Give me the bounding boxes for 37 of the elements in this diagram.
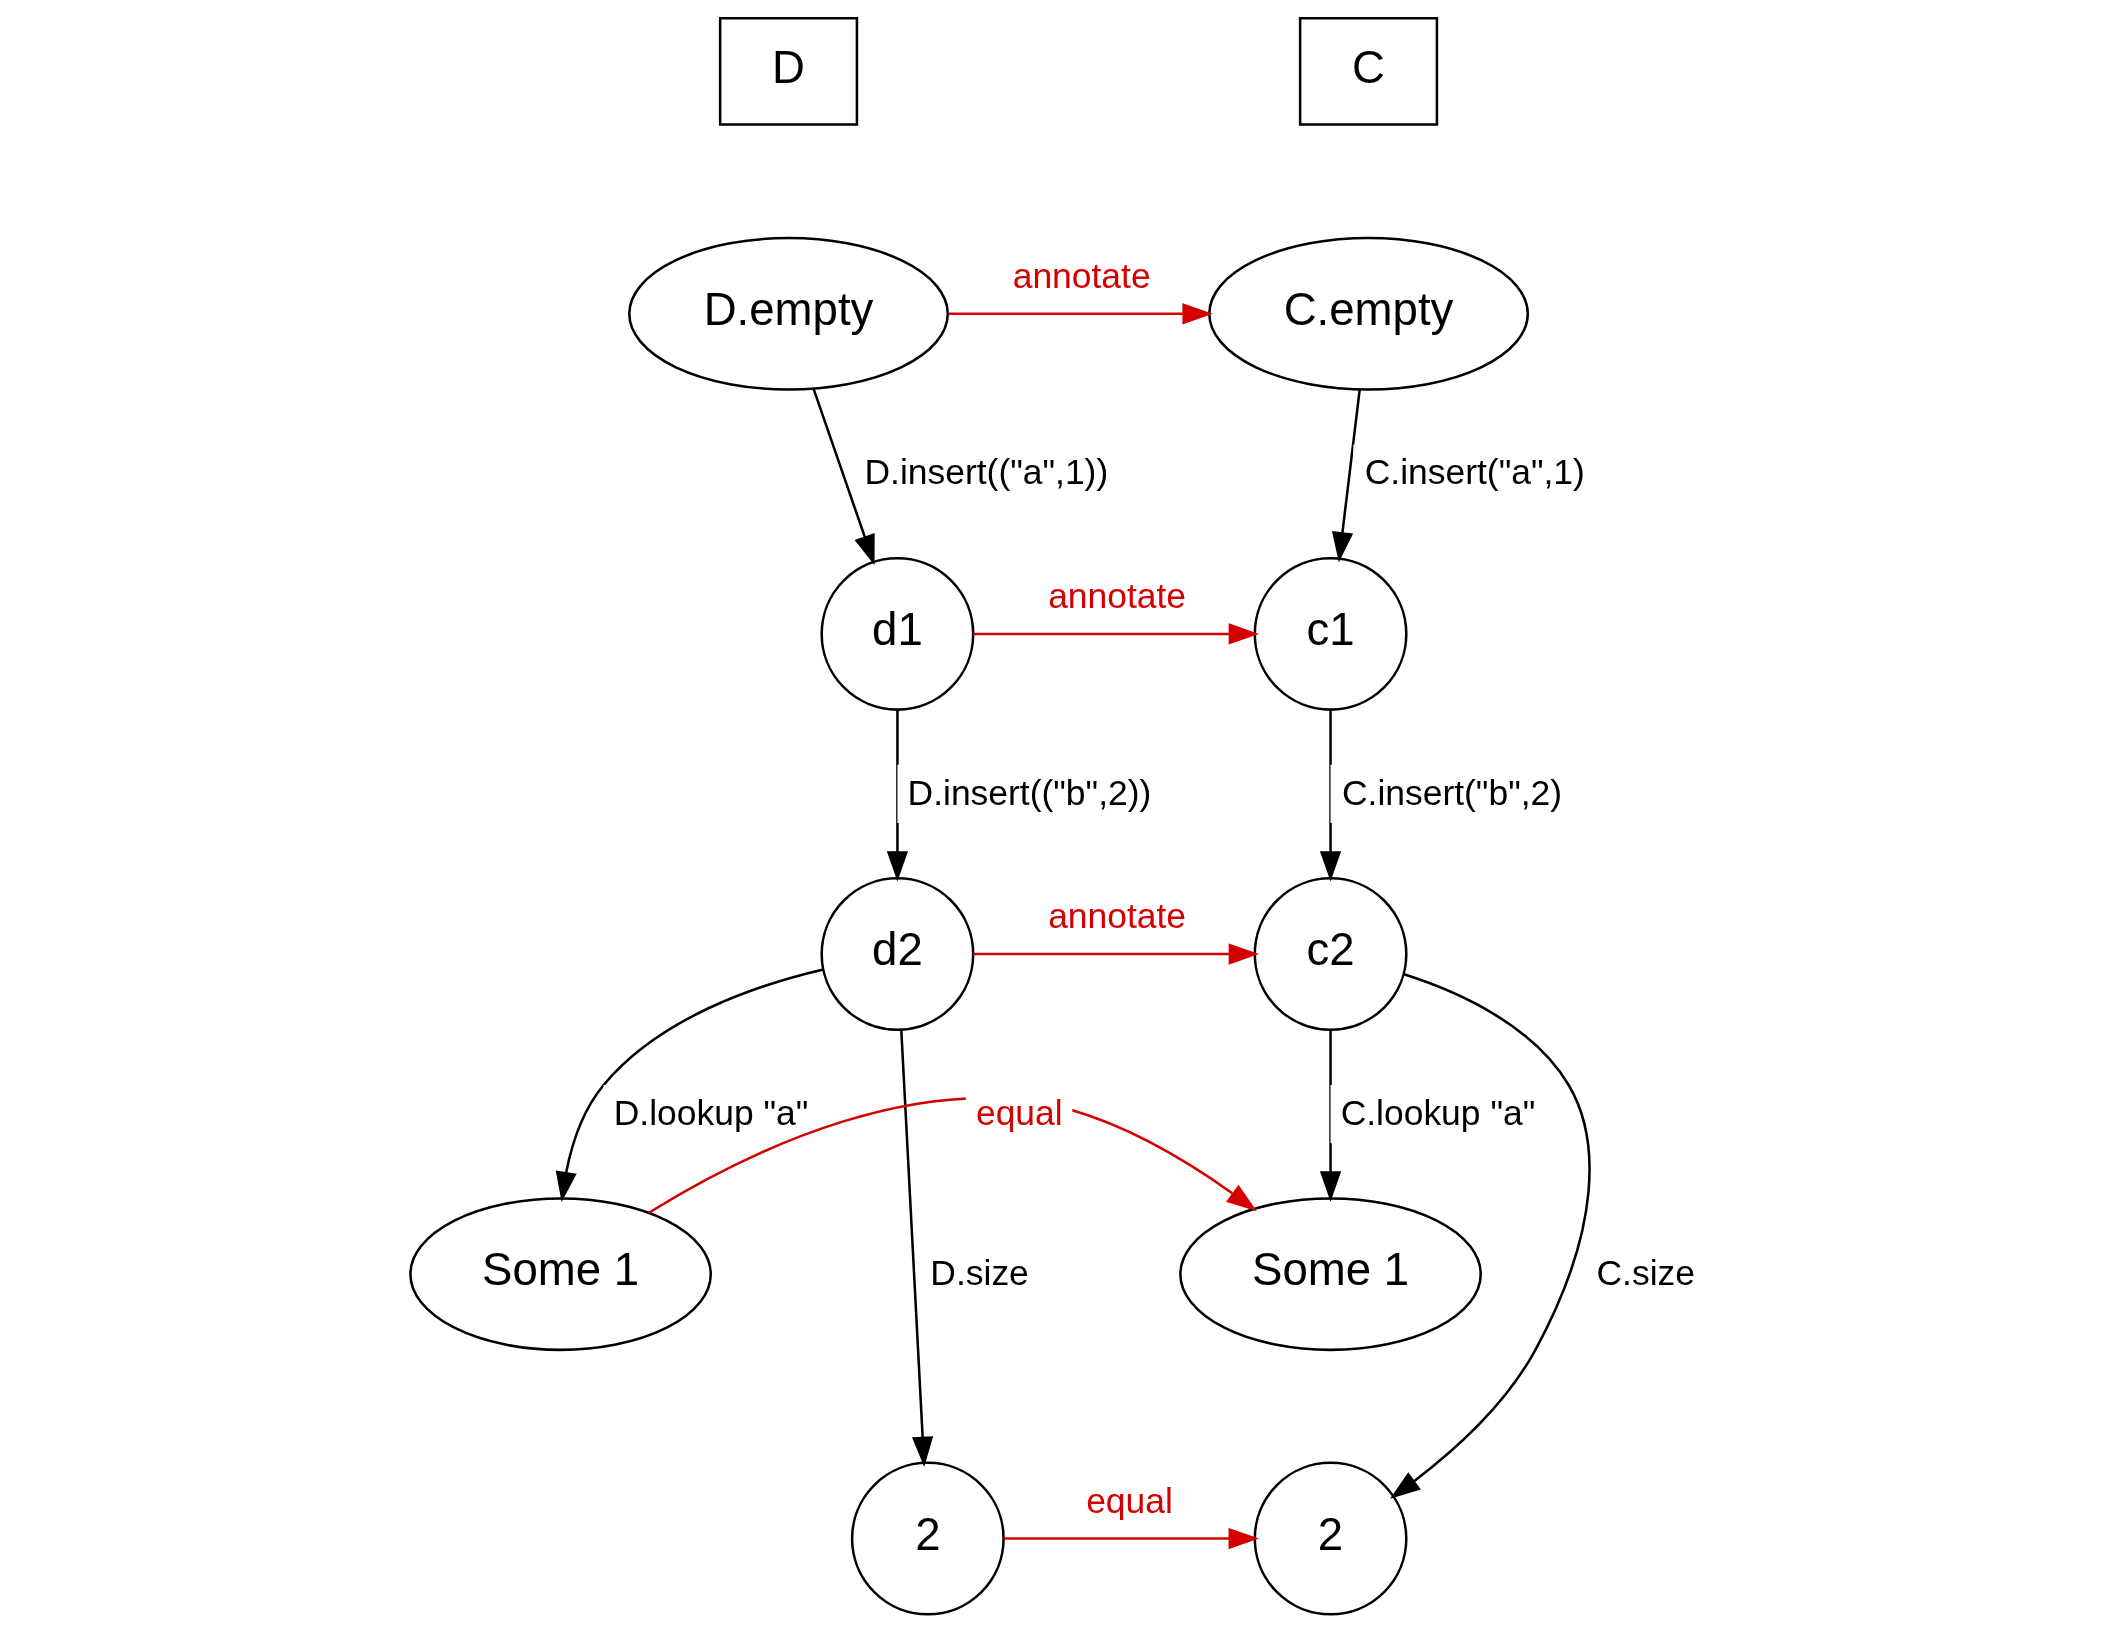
node-ellipse: D.empty — [627, 236, 949, 391]
edge-label: equal — [1085, 1480, 1173, 1521]
arrow — [1331, 389, 1361, 563]
node-ellipse: C.empty — [1207, 236, 1529, 391]
edge-label: C.size — [1595, 1252, 1695, 1293]
arrow — [886, 709, 908, 882]
arrow — [1319, 1029, 1341, 1202]
arrow — [1319, 709, 1341, 882]
arrow — [948, 303, 1213, 325]
edge-label: annotate — [1047, 895, 1186, 936]
edge-label: annotate — [1012, 255, 1151, 296]
edge-label: C.insert("b",2) — [1341, 772, 1562, 813]
node-ellipse: Some 1 — [1178, 1197, 1482, 1352]
node-circle: 2 — [1253, 1461, 1408, 1616]
arrow — [972, 623, 1259, 645]
node-circle: d1 — [819, 556, 974, 711]
edge-label: C.insert("a",1) — [1364, 452, 1585, 493]
edge-label: D.size — [929, 1252, 1029, 1293]
node-circle: 2 — [850, 1461, 1005, 1616]
arrow — [811, 388, 875, 566]
node-circle: c1 — [1253, 556, 1408, 711]
edge-label: D.insert(("a",1)) — [864, 452, 1108, 493]
node-circle: d2 — [819, 877, 974, 1032]
edge-label: D.insert(("b",2)) — [907, 772, 1151, 813]
node-circle: c2 — [1253, 877, 1408, 1032]
node-box: D — [718, 16, 858, 126]
arrow — [555, 968, 824, 1203]
edge-label: equal — [975, 1092, 1063, 1133]
arrow — [1003, 1527, 1259, 1550]
node-ellipse: Some 1 — [408, 1197, 712, 1352]
edge-label: D.lookup "a" — [613, 1092, 808, 1133]
edge-label: annotate — [1047, 575, 1186, 616]
arrow — [972, 943, 1259, 965]
arrow — [1389, 973, 1591, 1499]
arrow — [899, 1029, 933, 1468]
node-box: C — [1298, 16, 1438, 126]
edge-label: C.lookup "a" — [1340, 1092, 1535, 1133]
